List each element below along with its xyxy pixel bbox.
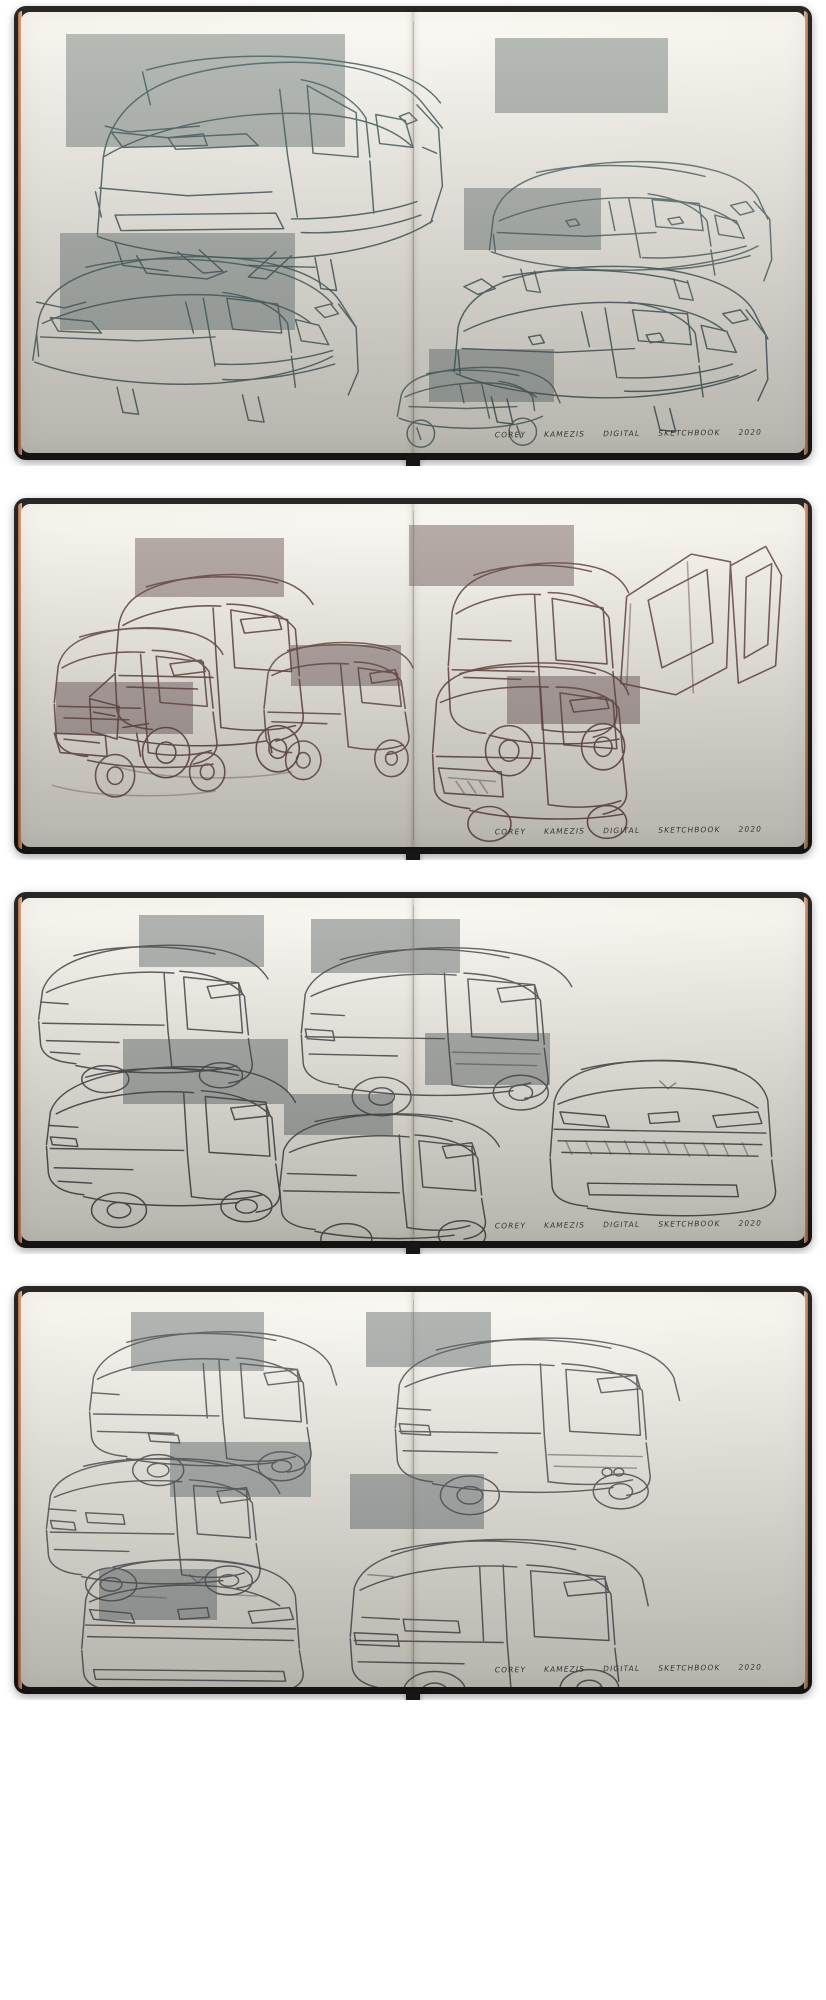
sketchbook-panel-1[interactable]: COREY KAMEZIS DIGITAL SKETCHBOOK 2020 [0,0,826,466]
credit-first-name: COREY [494,1665,527,1675]
bookmark-ribbon-3 [406,1243,420,1254]
page-edge-right-1 [804,11,808,455]
page-gutter-2 [405,504,421,847]
page-edge-left-3 [18,897,22,1243]
credit-first-name: COREY [494,827,527,837]
accent-block [409,524,574,587]
credit-year: 2020 [737,1662,763,1673]
page-gutter-line-2 [413,510,414,841]
credit-last-name: KAMEZIS [543,429,586,439]
panel-separator-3 [0,1254,826,1280]
credit-last-name: KAMEZIS [543,1664,586,1675]
accent-block [495,38,668,114]
notebook-cover-3: COREY KAMEZIS DIGITAL SKETCHBOOK 2020 [14,892,812,1248]
car-sketches-1 [21,12,805,453]
credit-year: 2020 [737,427,763,437]
credit-medium: DIGITAL [602,825,641,836]
page-spread-4: COREY KAMEZIS DIGITAL SKETCHBOOK 2020 [21,1292,805,1687]
car-sketches-4 [21,1292,805,1687]
page-spread-2: COREY KAMEZIS DIGITAL SKETCHBOOK 2020 [21,504,805,847]
credit-work: SKETCHBOOK [657,427,722,438]
accent-block [311,918,461,974]
accent-block [60,232,296,330]
credit-year: 2020 [737,824,763,834]
accent-block [134,538,284,597]
accent-block [130,1311,265,1371]
page-gutter-3 [405,898,421,1241]
notebook-cover-2: COREY KAMEZIS DIGITAL SKETCHBOOK 2020 [14,498,812,854]
page-spread-3: COREY KAMEZIS DIGITAL SKETCHBOOK 2020 [21,898,805,1241]
page-gutter-1 [405,12,421,453]
page-gutter-line-1 [413,20,414,445]
page-gutter-4 [405,1292,421,1687]
credit-last-name: KAMEZIS [543,826,586,836]
page-edge-left-4 [18,1291,22,1689]
sketchbook-panel-2[interactable]: COREY KAMEZIS DIGITAL SKETCHBOOK 2020 [0,492,826,860]
accent-block [463,188,602,251]
bookmark-ribbon-2 [406,849,420,860]
page-edge-right-4 [804,1291,808,1689]
car-sketches-3 [21,898,805,1241]
credit-work: SKETCHBOOK [657,825,722,835]
car-sketches-2 [21,504,805,847]
panel-separator-2 [0,860,826,886]
notebook-cover-1: COREY KAMEZIS DIGITAL SKETCHBOOK 2020 [14,6,812,460]
page-gutter-line-4 [413,1299,414,1680]
page-edge-left-1 [18,11,22,455]
page-edge-right-3 [804,897,808,1243]
bookmark-ribbon-1 [406,455,420,466]
credit-first-name: COREY [494,1221,527,1231]
page-edge-right-2 [804,503,808,849]
credit-medium: DIGITAL [602,428,641,438]
sketchbook-panel-3[interactable]: COREY KAMEZIS DIGITAL SKETCHBOOK 2020 [0,886,826,1254]
notebook-cover-4: COREY KAMEZIS DIGITAL SKETCHBOOK 2020 [14,1286,812,1694]
credit-medium: DIGITAL [602,1664,641,1674]
credit-work: SKETCHBOOK [657,1663,722,1673]
credit-work: SKETCHBOOK [657,1219,722,1229]
page-gutter-line-3 [413,904,414,1235]
credit-year: 2020 [737,1218,763,1228]
credit-last-name: KAMEZIS [543,1220,586,1230]
credit-first-name: COREY [494,429,527,439]
page-edge-left-2 [18,503,22,849]
bookmark-ribbon-4 [406,1689,420,1700]
panel-separator-1 [0,466,826,492]
page-spread-1: COREY KAMEZIS DIGITAL SKETCHBOOK 2020 [21,12,805,453]
sketchbook-panel-4[interactable]: COREY KAMEZIS DIGITAL SKETCHBOOK 2020 [0,1280,826,1700]
credit-medium: DIGITAL [602,1219,641,1230]
